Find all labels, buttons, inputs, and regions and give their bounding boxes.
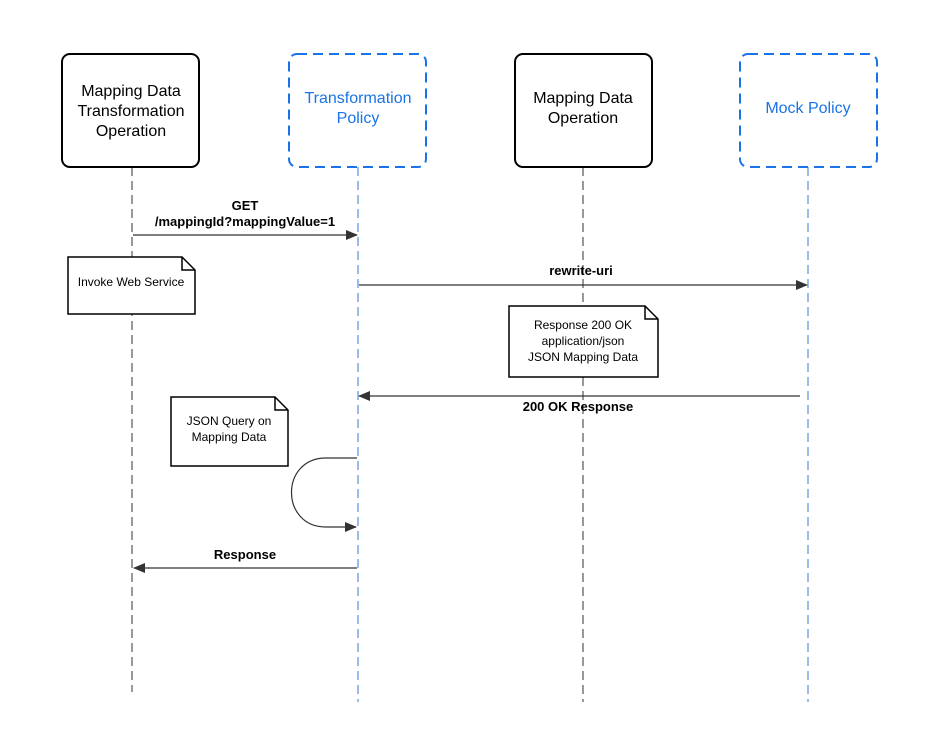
note-text-line: Invoke Web Service [78,275,185,289]
note-text-line: Response 200 OK [534,318,632,332]
actor-label-line: Mock Policy [765,100,850,117]
actor-mock-policy: Mock Policy [739,53,878,168]
actor-label-line: Operation [548,110,618,127]
message-self-loop [291,457,357,532]
actor-box [514,53,653,168]
message-ok-response: 200 OK Response [358,391,800,414]
message-label-line: rewrite-uri [549,263,613,278]
note-corner-fold [644,306,658,320]
message-label-line: GET [232,198,259,213]
note-shape [508,305,659,378]
actor-box [288,53,427,168]
note-json-query: JSON Query on Mapping Data [170,396,289,467]
self-loop-arrow [291,457,357,532]
actor-label-line: Policy [337,110,380,127]
lifelines [131,167,809,702]
note-text-line: JSON Query on [187,414,272,428]
actor-label-line: Transformation [305,90,412,107]
message-get-request: GET /mappingId?mappingValue=1 [133,198,358,240]
actor-mapping-data-operation: Mapping Data Operation [514,53,653,168]
message-label-line: /mappingId?mappingValue=1 [155,214,335,229]
actor-label-line: Operation [96,123,166,140]
note-text-line: JSON Mapping Data [528,350,638,364]
actor-transformation-policy: Transformation Policy [288,53,427,168]
actor-label-line: Mapping Data [533,90,633,107]
actor-box [739,53,878,168]
message-label-line: 200 OK Response [523,399,634,414]
note-text-line: application/json [542,334,625,348]
note-shape [67,256,196,315]
note-corner-fold [274,397,288,411]
message-rewrite-uri: rewrite-uri [359,263,808,290]
note-text-line: Mapping Data [192,430,267,444]
note-corner-fold [181,257,195,271]
message-response: Response [133,547,357,573]
actor-box [61,53,200,168]
message-label-line: Response [214,547,276,562]
actor-label-line: Mapping Data [81,83,181,100]
actor-mapping-data-transformation-operation: Mapping Data Transformation Operation [61,53,200,168]
actor-label-line: Transformation [78,103,185,120]
note-response-200: Response 200 OK application/json JSON Ma… [508,305,659,378]
note-shape [170,396,289,467]
note-invoke-web-service: Invoke Web Service [67,256,196,315]
